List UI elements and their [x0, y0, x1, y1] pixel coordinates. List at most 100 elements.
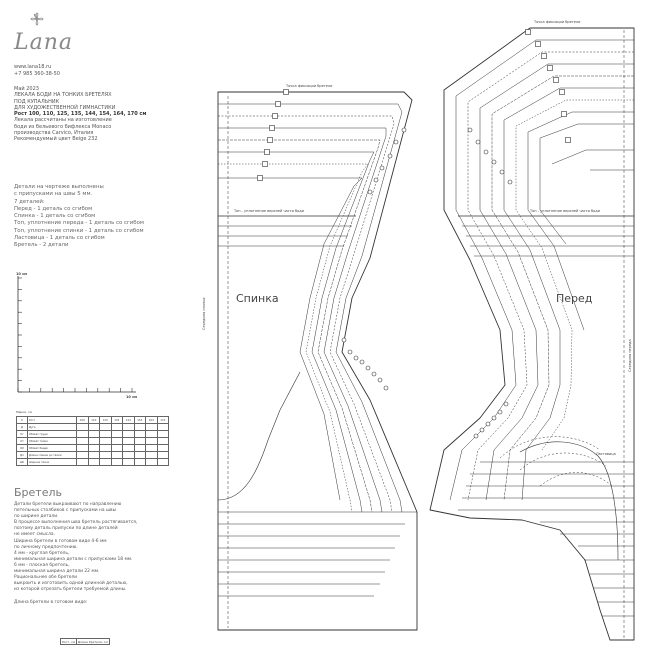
back-top-line-2 [218, 225, 352, 247]
parts-list: Детали на чертеже выполнены с припусками… [14, 184, 204, 250]
size-value-cell [122, 458, 135, 466]
size-value-cell [133, 458, 146, 466]
gusset-dashed [499, 436, 613, 487]
strap-fixation-marker [553, 77, 559, 83]
flower-logo-icon [30, 12, 44, 26]
strap-fixation-marker [264, 149, 270, 155]
strap-instruction-line: Ширина бретели в готовом виде 4-6 мм [14, 538, 107, 544]
strap-instruction-line: 4 мм - круглая бретель, [14, 550, 70, 556]
notch-marker [497, 409, 503, 415]
strap-fixation-marker [269, 125, 275, 131]
notch-marker [475, 139, 481, 145]
size-value-cell [145, 458, 158, 466]
back-contour-4 [218, 127, 387, 513]
notch-marker [367, 189, 373, 195]
notch-marker [479, 427, 485, 433]
front-contour-7 [515, 99, 634, 451]
strap-length-table: Рост, см Длина бретели, см [60, 638, 110, 645]
size-label-cell: Ширина плеча [27, 458, 77, 466]
parts-line: с припусками на швы 5 мм. [14, 191, 93, 198]
notch-marker [473, 433, 479, 439]
strap-instruction-line: не имеет смысла. [14, 532, 55, 538]
strap-instruction-line: петельных столбиков с припусками на швы [14, 508, 117, 514]
pattern-info: Май 2023 ЛЕКАЛА БОДИ НА ТОНКИХ БРЕТЕЛЯХ … [14, 86, 204, 143]
front-contour-3 [467, 51, 634, 501]
back-strap-point-label: Точка фиксации бретели [286, 84, 333, 88]
back-contour-5 [218, 139, 381, 513]
strap-instruction-line: Детали бретели выкраивают по направлению [14, 502, 122, 507]
strap-instruction-line: поэтому деталь припуски по длине деталей [14, 526, 118, 532]
strap-fixation-marker [257, 175, 263, 181]
phone-number: +7 985 360-38-50 [14, 71, 60, 77]
notch-marker [359, 359, 365, 365]
strap-instructions: Детали бретели выкраивают по направлению… [14, 502, 174, 606]
strap-instruction-line: 6 мм - плоская бретель, [14, 562, 70, 568]
strap-instruction-line: выкроить и изготовить одной длинной дета… [14, 581, 128, 587]
back-contour-7 [218, 163, 369, 513]
back-outer-contour [217, 91, 418, 631]
strap-fixation-marker [541, 53, 547, 59]
notch-marker [499, 169, 505, 175]
front-fold-label: Середина переда [628, 339, 632, 372]
site-link[interactable]: www.lana18.ru [14, 64, 52, 70]
strap-fixation-marker [267, 137, 273, 143]
notch-marker [341, 337, 347, 343]
strap-instruction-line: минимальная ширина детали 22 мм. [14, 569, 100, 575]
strap-instruction-line: по ширине детали. [14, 514, 59, 520]
back-contour-8 [218, 177, 363, 501]
strap-table-header-length: Длина бретели, см [75, 638, 110, 645]
front-contour-6 [503, 87, 634, 501]
strap-fixation-marker [283, 89, 289, 95]
strap-instruction-line: В процессе выполнения шва бретель растяг… [14, 520, 138, 526]
scale-vertical-label: 10 см [16, 272, 28, 276]
strap-fixation-marker [547, 65, 553, 71]
notch-marker [371, 371, 377, 377]
front-contour-8 [527, 111, 634, 331]
notch-marker [373, 177, 379, 183]
parts-line: Детали на чертеже выполнены [14, 184, 104, 190]
parts-line: Спинка - 1 деталь со сгибом [14, 213, 96, 220]
notch-marker [365, 365, 371, 371]
front-contour-10 [551, 149, 634, 171]
strap-fixation-marker [272, 113, 278, 119]
notch-marker [467, 127, 473, 133]
scale-square [17, 276, 136, 393]
info-date: Май 2023 [14, 86, 39, 92]
gusset-curve [519, 441, 619, 561]
info-title-2: ПОД КУПАЛЬНИК [14, 98, 60, 105]
notch-marker [347, 349, 353, 355]
notch-marker [491, 415, 497, 421]
back-seat-curve [217, 371, 301, 501]
notch-marker [401, 127, 407, 133]
notch-marker [387, 153, 393, 159]
parts-line: Перед - 1 деталь со сгибом [14, 205, 93, 212]
strap-instruction-line: Длина бретели в готовом виде: [14, 599, 88, 605]
gusset-label: Ластовица [596, 452, 616, 456]
size-table-header: Мерки, см [16, 410, 32, 414]
front-outer-contour [429, 27, 635, 641]
notch-marker [379, 165, 385, 171]
notch-marker [485, 421, 491, 427]
front-contour-4 [479, 63, 634, 501]
front-piece-label: Перед [556, 292, 593, 305]
parts-line: Бретель - 2 детали [14, 242, 69, 249]
strap-instruction-line: Рациональнее обе бретели [14, 575, 78, 581]
info-desc-3: производства Carvico, Италия [14, 130, 94, 137]
parts-line: Топ, уплотнение спинки - 1 деталь со сги… [14, 227, 144, 234]
back-contour-2 [218, 103, 403, 513]
strap-instruction-line: по личному предпочтению. [14, 544, 78, 550]
back-bottom-lines [218, 511, 417, 597]
size-value-cell [156, 458, 169, 466]
info-title-3: ДЛЯ ХУДОЖЕСТВЕННОЙ ГИМНАСТИКИ [14, 104, 116, 111]
back-top-line-label: Топ - уплотнение верхней части боди [234, 209, 304, 213]
front-top-line-label: Топ - уплотнение верхней части боди [530, 209, 600, 213]
front-contour-5 [491, 75, 634, 501]
strap-instruction-line: минимальная ширина детали с припусками 1… [14, 556, 133, 562]
scale-horizontal-label: 10 см [126, 395, 138, 399]
front-strap-point-label: Точка фиксации бретели [534, 20, 581, 24]
back-fold-label: Середина спинки [202, 297, 206, 330]
strap-fixation-marker [262, 161, 268, 167]
